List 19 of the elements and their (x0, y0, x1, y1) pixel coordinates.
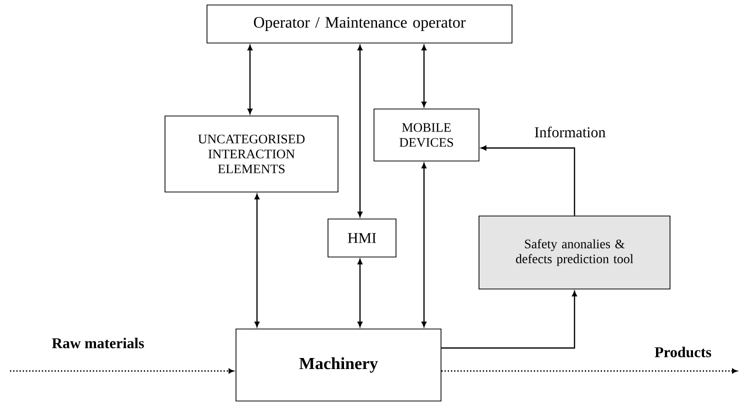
arrow (248, 44, 252, 114)
arrow (254, 194, 260, 328)
arrow (480, 146, 576, 216)
arrow (441, 290, 577, 349)
process-box: UNCATEGORISED INTERACTION ELEMENTS (164, 116, 338, 192)
arrow (422, 162, 426, 328)
process-box: Safety anonalies & defects prediction tool (478, 216, 670, 290)
process-box: MOBILE DEVICES (374, 108, 480, 162)
edge-label: Information (534, 126, 606, 138)
arrow (441, 368, 738, 374)
arrow (422, 44, 426, 108)
arrow (358, 44, 362, 218)
arrow (10, 368, 234, 374)
process-box: Operator / Maintenance operator (206, 4, 512, 44)
edge-label: Products (654, 346, 712, 358)
process-box: HMI (328, 218, 396, 258)
arrow (358, 258, 362, 328)
edge-label: Raw materials (52, 338, 144, 348)
process-box: Machinery (236, 328, 442, 402)
